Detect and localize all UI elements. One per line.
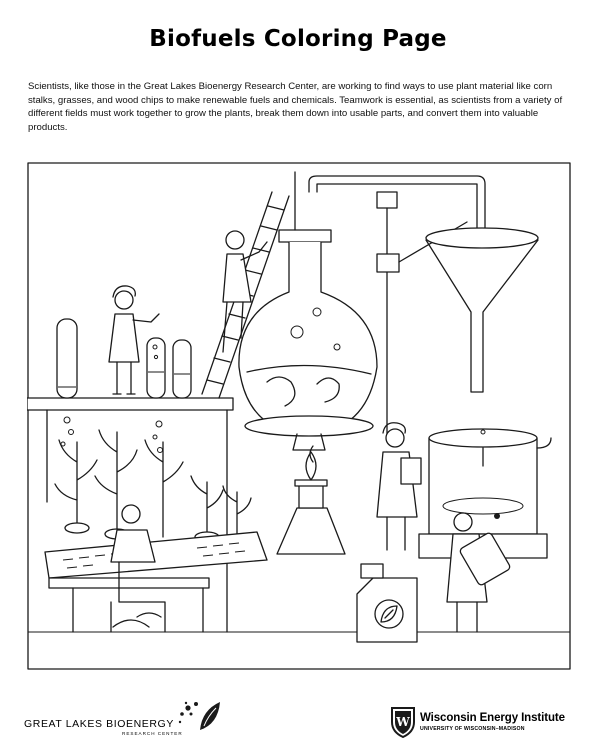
glbrc-subtitle: RESEARCH CENTER	[122, 731, 183, 736]
uw-crest-icon: W	[391, 707, 415, 738]
glbrc-logo: GREAT LAKES BIOENERGY RESEARCH CENTER	[24, 700, 224, 740]
page-title: Biofuels Coloring Page	[149, 26, 447, 52]
coloring-illustration-icon	[27, 162, 571, 670]
wei-name: Wisconsin Energy Institute	[420, 712, 565, 724]
uw-crest-letter: W	[395, 715, 410, 729]
wei-logo: W Wisconsin Energy Institute UNIVERSITY …	[390, 704, 575, 740]
wei-subtitle: UNIVERSITY OF WISCONSIN–MADISON	[420, 726, 525, 732]
intro-paragraph: Scientists, like those in the Great Lake…	[28, 81, 563, 133]
glbrc-name: GREAT LAKES BIOENERGY	[24, 718, 174, 730]
glbrc-leaf-icon	[178, 701, 220, 730]
